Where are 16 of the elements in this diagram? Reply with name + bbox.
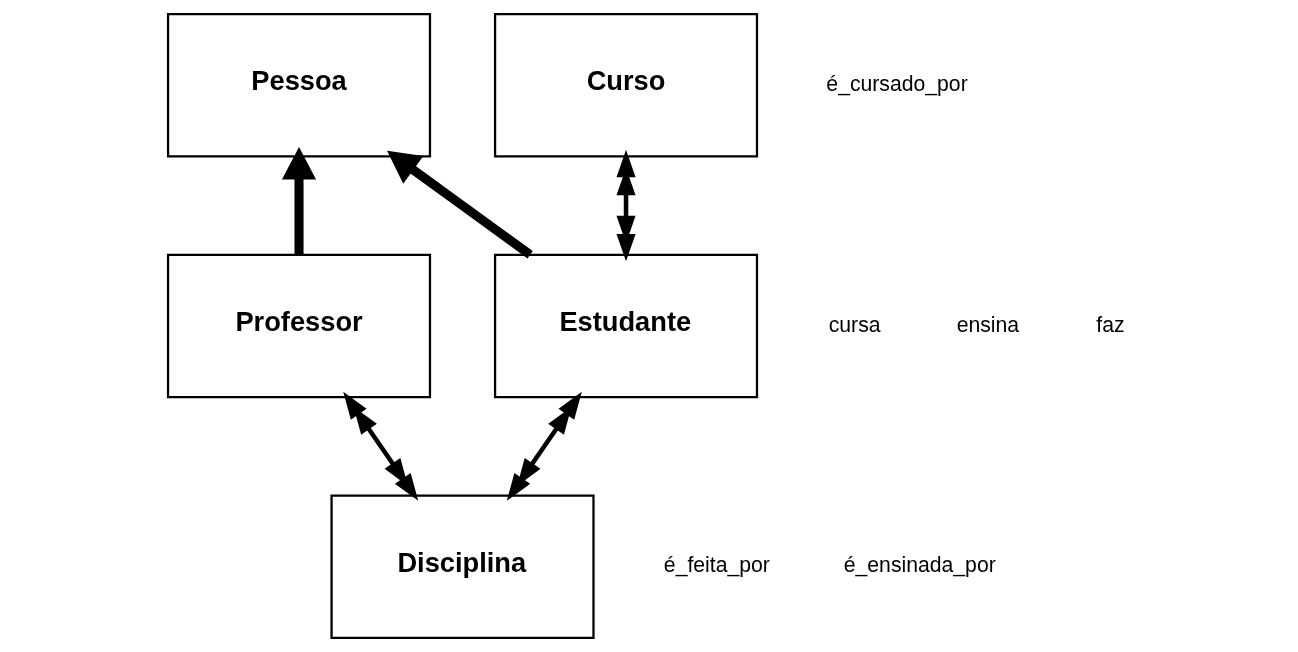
label: cursa bbox=[828, 312, 881, 336]
arrow bbox=[342, 391, 418, 501]
label: é_cursado_por bbox=[825, 71, 968, 95]
arrow bbox=[386, 150, 533, 259]
label: é_ensinada_por bbox=[843, 553, 996, 577]
node-box: Curso bbox=[493, 13, 758, 158]
node-box: Estudante bbox=[493, 253, 758, 399]
arrow bbox=[281, 146, 316, 255]
label: ensina bbox=[956, 312, 1019, 336]
node-box: Pessoa bbox=[166, 13, 431, 158]
label: faz bbox=[1095, 312, 1125, 336]
label: é_feita_por bbox=[663, 553, 770, 577]
node-box: Professor bbox=[166, 253, 431, 399]
arrow bbox=[615, 149, 636, 262]
node-box: Disciplina bbox=[329, 494, 595, 639]
arrow bbox=[506, 391, 582, 501]
